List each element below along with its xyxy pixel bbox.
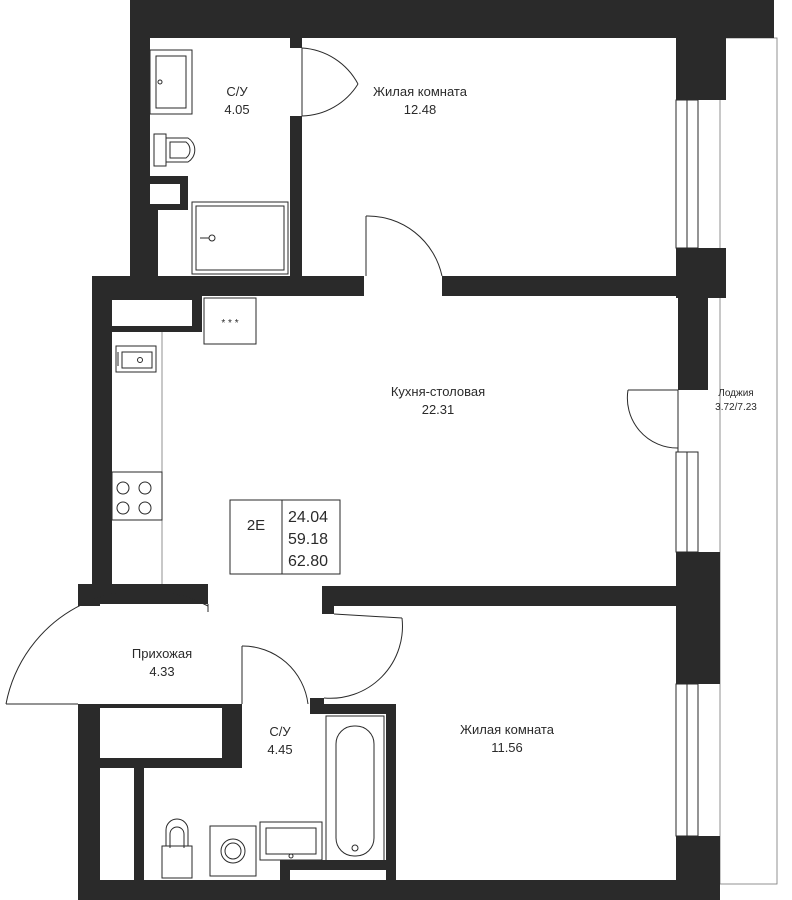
room-name-loggia: Лоджия bbox=[718, 388, 753, 399]
room-area-living-bottom: 11.56 bbox=[491, 740, 523, 755]
room-area-bathroom-top: 4.05 bbox=[224, 102, 249, 117]
room-area-living-top: 12.48 bbox=[404, 102, 437, 117]
room-name-bathroom-bottom: С/У bbox=[269, 724, 291, 739]
room-name-living-bottom: Жилая комната bbox=[460, 722, 555, 737]
room-area-kitchen: 22.31 bbox=[422, 402, 455, 417]
room-name-hall: Прихожая bbox=[132, 646, 192, 661]
apartment-type: 2E bbox=[247, 517, 265, 534]
total-with-loggia-value: 62.80 bbox=[288, 553, 328, 570]
room-area-hall: 4.33 bbox=[149, 664, 174, 679]
doors bbox=[5, 47, 679, 705]
shower-icon bbox=[191, 201, 289, 275]
total-area-value: 59.18 bbox=[288, 531, 328, 548]
loggia-outline bbox=[719, 37, 778, 885]
cooktop-icon bbox=[111, 471, 163, 521]
room-area-loggia: 3.72/7.23 bbox=[715, 402, 757, 413]
toilet-bottom-icon bbox=[161, 818, 193, 879]
walls bbox=[78, 0, 774, 900]
room-labels: С/У 4.05 Жилая комната 12.48 Кухня-столо… bbox=[132, 84, 757, 757]
kitchen-sink-icon bbox=[115, 345, 157, 373]
room-name-living-top: Жилая комната bbox=[373, 84, 468, 99]
stove-marks: * * * bbox=[221, 318, 238, 329]
sink-bottom-icon bbox=[259, 821, 323, 861]
room-name-kitchen: Кухня-столовая bbox=[391, 384, 485, 399]
bathtub-icon bbox=[325, 715, 385, 863]
toilet-top-icon bbox=[153, 133, 196, 167]
living-area-value: 24.04 bbox=[288, 509, 328, 526]
washing-machine-icon bbox=[209, 825, 257, 877]
sink-top-icon bbox=[149, 49, 193, 115]
stove-hood-icon: * * * bbox=[203, 297, 257, 345]
room-name-bathroom-top: С/У bbox=[226, 84, 248, 99]
windows bbox=[675, 99, 699, 837]
room-area-bathroom-bottom: 4.45 bbox=[267, 742, 292, 757]
summary-box: 2E 24.04 59.18 62.80 bbox=[229, 499, 341, 575]
